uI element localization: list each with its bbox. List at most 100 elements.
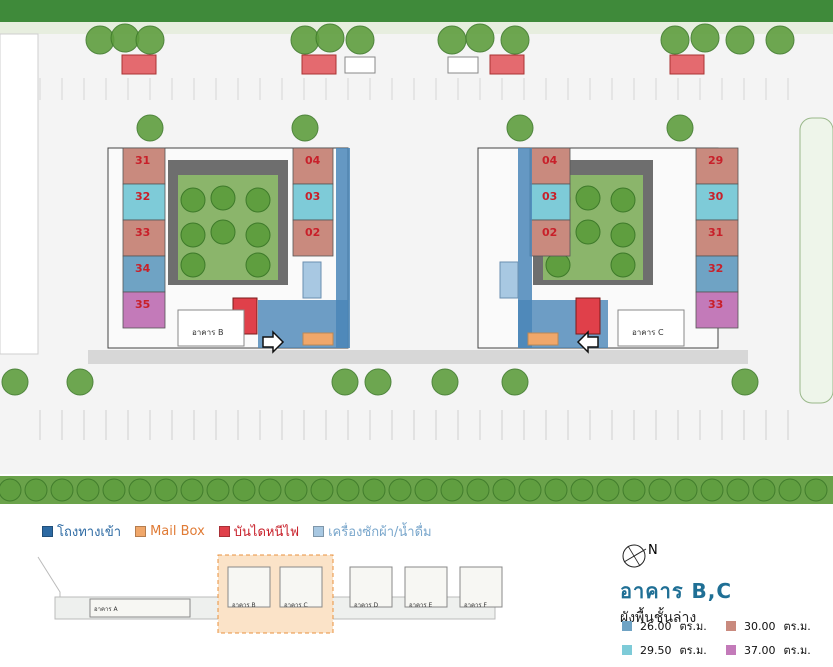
unit-34 bbox=[122, 255, 166, 293]
lobby-room bbox=[617, 309, 685, 347]
entrance-corridor bbox=[336, 148, 350, 348]
legend-swatch-mailbox bbox=[135, 526, 147, 537]
building-subtitle: ผังพื้นชั้นล่าง bbox=[620, 610, 697, 626]
entrance-arrow bbox=[576, 330, 599, 354]
mailbox bbox=[527, 332, 559, 346]
unit-35 bbox=[122, 291, 166, 329]
tree bbox=[466, 478, 490, 502]
unit-33 bbox=[695, 291, 739, 329]
unit-number: 04 bbox=[542, 154, 558, 167]
tree bbox=[544, 478, 568, 502]
tree bbox=[506, 114, 534, 142]
tree bbox=[1, 368, 29, 396]
legend-entrance: โถงทางเข้า bbox=[42, 521, 121, 542]
top-strip bbox=[0, 22, 833, 34]
tree bbox=[364, 368, 392, 396]
keyplan-block bbox=[404, 566, 448, 608]
unit-number: 32 bbox=[135, 190, 150, 203]
tree bbox=[136, 114, 164, 142]
entrance-arrow bbox=[262, 330, 285, 354]
fire-stair bbox=[575, 297, 601, 335]
top-stair-4 bbox=[669, 54, 705, 75]
unit-number: 04 bbox=[305, 154, 321, 167]
unit-02 bbox=[292, 219, 334, 257]
tree bbox=[85, 25, 115, 55]
unit-number: 03 bbox=[542, 190, 557, 203]
walkway bbox=[88, 350, 748, 364]
area-26: 26.00 ตร.ม. bbox=[622, 617, 718, 635]
tree bbox=[492, 478, 516, 502]
tree bbox=[726, 478, 750, 502]
tree bbox=[310, 478, 334, 502]
tree bbox=[24, 478, 48, 502]
tree bbox=[50, 478, 74, 502]
laundry bbox=[499, 261, 519, 299]
unit-number: 31 bbox=[708, 226, 723, 239]
area-37: 37.00 ตร.ม. bbox=[726, 641, 822, 659]
tree bbox=[660, 25, 690, 55]
tree bbox=[362, 478, 386, 502]
tree bbox=[180, 222, 206, 248]
unit-number: 02 bbox=[542, 226, 557, 239]
tree bbox=[135, 25, 165, 55]
keyplan-block bbox=[459, 566, 503, 608]
tree bbox=[570, 478, 594, 502]
tree bbox=[154, 478, 178, 502]
unit-number: 33 bbox=[135, 226, 150, 239]
unit-02 bbox=[529, 219, 571, 257]
tree bbox=[102, 478, 126, 502]
tree bbox=[575, 219, 601, 245]
tree bbox=[500, 25, 530, 55]
tree bbox=[315, 23, 345, 53]
area-30: 30.00 ตร.ม. bbox=[726, 617, 822, 635]
tree bbox=[414, 478, 438, 502]
tree bbox=[622, 478, 646, 502]
legend-swatch-entrance bbox=[42, 526, 53, 537]
top-stair-2 bbox=[301, 54, 337, 75]
unit-area-legend: 26.00 ตร.ม. 30.00 ตร.ม. 29.50 ตร.ม. 37.0… bbox=[622, 617, 822, 665]
tree bbox=[128, 478, 152, 502]
north-arrow-icon: N bbox=[622, 543, 658, 568]
legend-swatch-fire-stair bbox=[218, 526, 230, 537]
tree bbox=[440, 478, 464, 502]
tree bbox=[610, 187, 636, 213]
tree bbox=[331, 368, 359, 396]
keyplan-label: อาคาร C bbox=[284, 602, 308, 609]
keyplan-label: อาคาร A bbox=[94, 606, 118, 613]
top-stair-1 bbox=[121, 54, 157, 75]
tree bbox=[206, 478, 230, 502]
mailbox bbox=[302, 332, 334, 346]
tree bbox=[210, 219, 236, 245]
unit-number: 29 bbox=[708, 154, 723, 167]
unit-number: 33 bbox=[708, 298, 723, 311]
building-title-block: อาคาร B,C ผังพื้นชั้นล่าง bbox=[620, 575, 820, 629]
unit-31 bbox=[122, 147, 166, 185]
top-hedge bbox=[0, 0, 833, 22]
left-road bbox=[0, 33, 39, 355]
tree bbox=[0, 478, 22, 502]
tree bbox=[290, 25, 320, 55]
unit-32 bbox=[122, 183, 166, 221]
unit-04 bbox=[292, 147, 334, 185]
tree bbox=[648, 478, 672, 502]
keyplan-block bbox=[89, 598, 191, 618]
tree bbox=[180, 478, 204, 502]
tree bbox=[725, 25, 755, 55]
keyplan-label: อาคาร F bbox=[464, 602, 487, 609]
top-stair-3 bbox=[489, 54, 525, 75]
unit-30 bbox=[695, 183, 739, 221]
unit-29 bbox=[695, 147, 739, 185]
tree bbox=[690, 23, 720, 53]
tree bbox=[245, 187, 271, 213]
right-edge-garden bbox=[799, 117, 833, 404]
legend-fire-stair: บันไดหนีไฟ bbox=[218, 521, 299, 542]
tree bbox=[245, 252, 271, 278]
tree bbox=[752, 478, 776, 502]
tree bbox=[666, 114, 694, 142]
building-label: อาคาร B bbox=[192, 328, 223, 337]
tree bbox=[258, 478, 282, 502]
tree bbox=[180, 187, 206, 213]
north-label: N bbox=[648, 543, 658, 558]
tree bbox=[465, 23, 495, 53]
